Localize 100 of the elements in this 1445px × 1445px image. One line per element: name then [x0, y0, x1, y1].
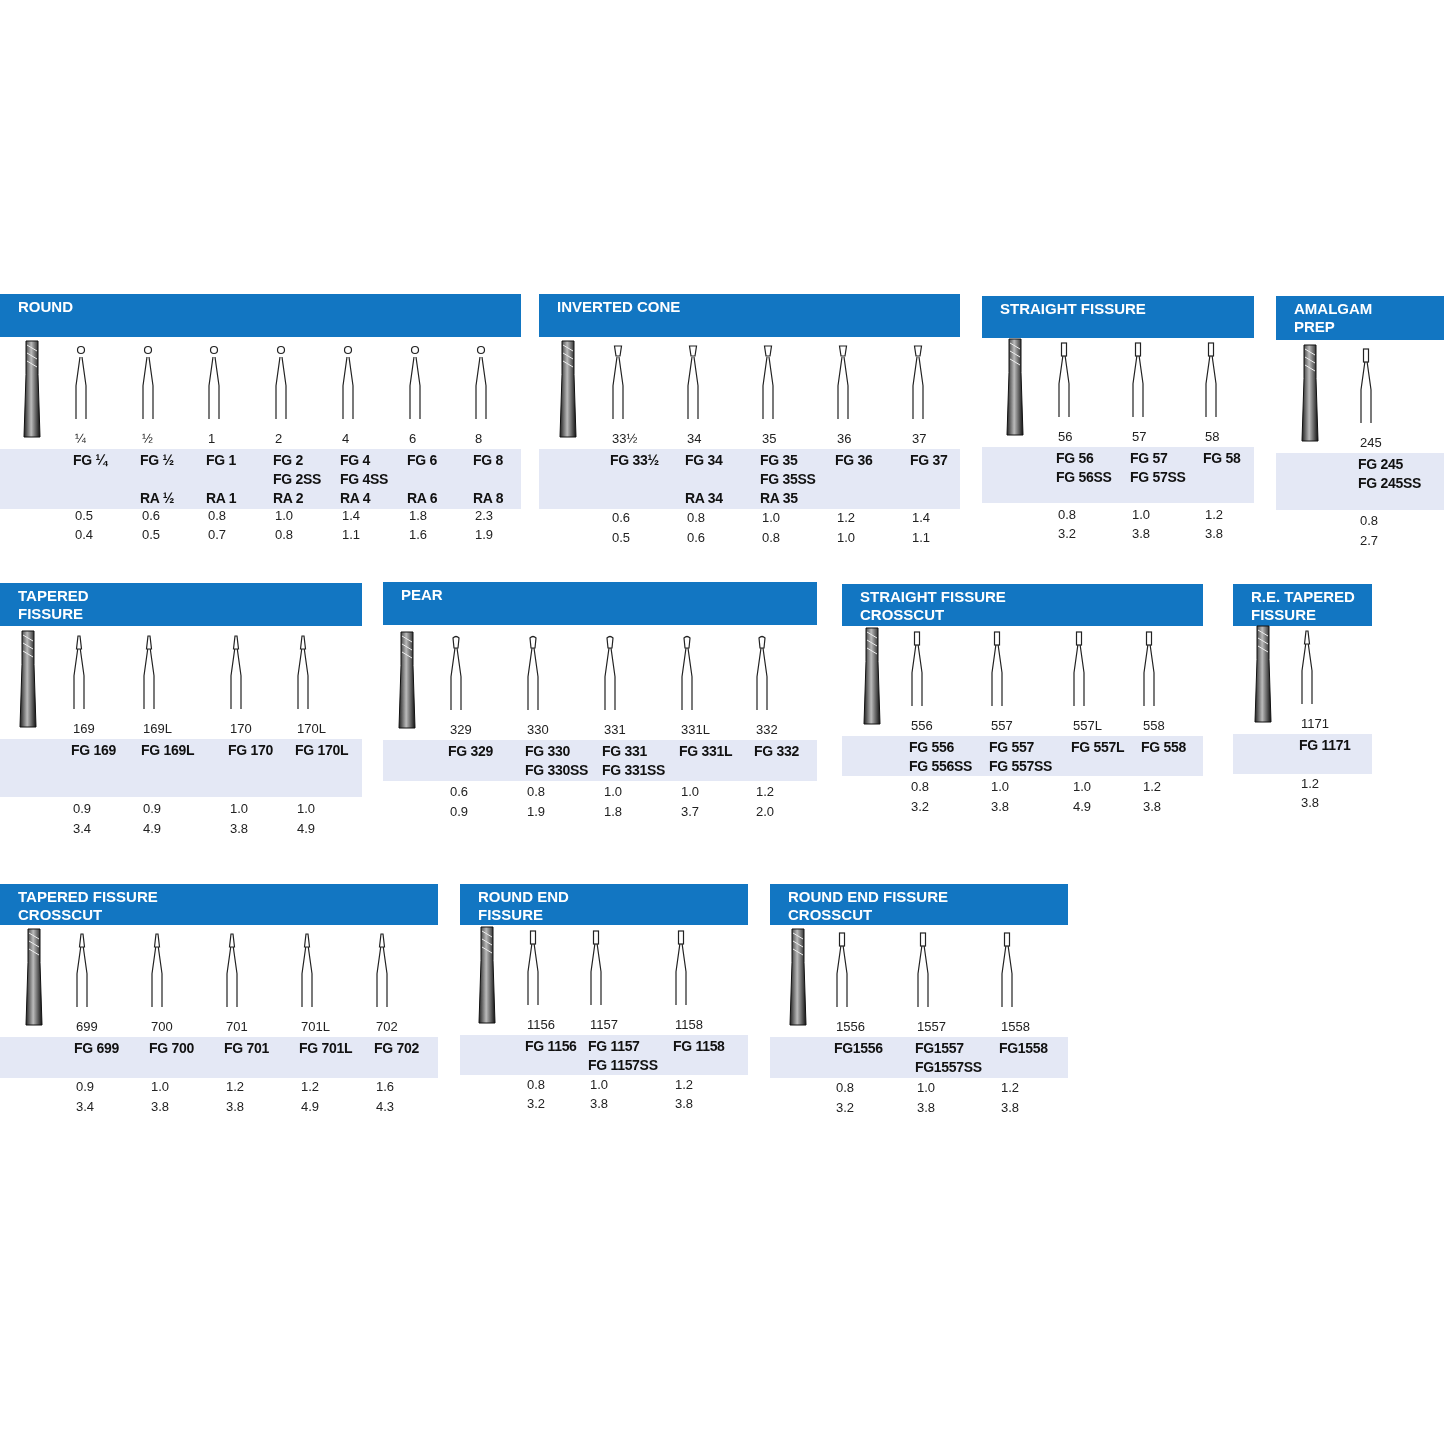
product-code: RA 1 — [206, 490, 237, 506]
header-band — [0, 294, 521, 337]
dimension-value: 3.4 — [76, 1099, 95, 1114]
dimension-value: 0.5 — [142, 527, 161, 542]
product-code: FG 330SS — [525, 762, 588, 778]
dimension-value: 3.8 — [590, 1096, 609, 1111]
product-code: FG 56SS — [1056, 469, 1112, 485]
size-number: 1556 — [836, 1019, 865, 1034]
size-number: 4 — [342, 431, 350, 446]
dimension-value: 1.0 — [837, 530, 856, 545]
dimension-value: 3.8 — [1205, 526, 1224, 541]
product-code: FG 2 — [273, 452, 303, 468]
header-band — [383, 582, 817, 625]
code-band — [982, 447, 1254, 503]
dimension-value: 0.6 — [612, 510, 631, 525]
dimension-value: 3.2 — [911, 799, 930, 814]
dimension-value: 4.9 — [297, 821, 316, 836]
section-title: ROUND — [18, 298, 74, 316]
product-code: FG1557 — [915, 1040, 964, 1056]
dimension-value: 1.4 — [912, 510, 931, 525]
product-code: FG 1171 — [1299, 737, 1351, 753]
dimension-value: 1.6 — [376, 1079, 395, 1094]
dimension-value: 0.5 — [75, 508, 94, 523]
dimension-value: 3.2 — [1058, 526, 1077, 541]
product-code: FG 170L — [295, 742, 349, 758]
dimension-value: 4.9 — [143, 821, 162, 836]
product-code: RA 8 — [473, 490, 504, 506]
product-code: FG 8 — [473, 452, 503, 468]
dimension-value: 0.8 — [527, 1077, 546, 1092]
product-code: FG 34 — [685, 452, 723, 468]
dimension-value: 0.6 — [687, 530, 706, 545]
size-number: 331 — [604, 722, 626, 737]
product-code: FG 702 — [374, 1040, 419, 1056]
product-code: FG 56 — [1056, 450, 1094, 466]
size-number: 331L — [681, 722, 710, 737]
header-band — [1276, 296, 1444, 340]
dimension-value: 1.2 — [837, 510, 856, 525]
product-code: RA 6 — [407, 490, 438, 506]
dimension-value: 3.8 — [917, 1100, 936, 1115]
dimension-value: 1.0 — [991, 779, 1010, 794]
size-number: 36 — [837, 431, 852, 446]
product-code: FG1558 — [999, 1040, 1048, 1056]
code-band — [842, 736, 1203, 776]
header-band — [1233, 584, 1372, 626]
size-number: 35 — [762, 431, 777, 446]
size-number: 170L — [297, 721, 326, 736]
dimension-value: 1.0 — [1073, 779, 1092, 794]
size-number: 245 — [1360, 435, 1382, 450]
product-code: FG 332 — [754, 743, 799, 759]
size-number: 169L — [143, 721, 172, 736]
product-code: FG 1157SS — [588, 1057, 658, 1073]
product-code: FG 701L — [299, 1040, 353, 1056]
code-band — [1276, 453, 1444, 510]
size-number: 57 — [1132, 429, 1147, 444]
dimension-value: 0.8 — [762, 530, 781, 545]
dimension-value: 0.8 — [836, 1080, 855, 1095]
dimension-value: 3.8 — [230, 821, 249, 836]
product-code: FG 1 — [206, 452, 236, 468]
product-code: FG 556 — [909, 739, 954, 755]
dimension-value: 0.9 — [76, 1079, 95, 1094]
dimension-value: 0.8 — [527, 784, 546, 799]
size-number: 1157 — [590, 1017, 618, 1032]
dimension-value: 1.2 — [226, 1079, 245, 1094]
product-code: FG 701 — [224, 1040, 269, 1056]
code-band — [1233, 734, 1372, 774]
dimension-value: 0.9 — [73, 801, 92, 816]
dimension-value: 0.9 — [450, 804, 469, 819]
product-code: FG ¼ — [73, 452, 107, 468]
dimension-value: 1.6 — [409, 527, 428, 542]
product-code: RA 2 — [273, 490, 304, 506]
product-code: FG 1157 — [588, 1038, 640, 1054]
section-title: STRAIGHT FISSURE — [1000, 300, 1147, 318]
code-band — [383, 740, 817, 781]
dimension-value: 3.8 — [1301, 795, 1320, 810]
dimension-value: 0.8 — [687, 510, 706, 525]
dimension-value: 0.7 — [208, 527, 227, 542]
product-code: RA 4 — [340, 490, 371, 506]
section-title: R.E. TAPERED FISSURE — [1251, 588, 1356, 624]
code-band — [460, 1035, 748, 1075]
dimension-value: 3.8 — [1001, 1100, 1020, 1115]
header-band — [539, 294, 960, 337]
dimension-value: 1.2 — [675, 1077, 694, 1092]
size-number: 1 — [208, 431, 216, 446]
product-code: FG 245 — [1358, 456, 1403, 472]
product-code: FG 4SS — [340, 471, 388, 487]
product-code: FG 700 — [149, 1040, 194, 1056]
size-number: 6 — [409, 431, 417, 446]
size-number: 37 — [912, 431, 927, 446]
size-number: 56 — [1058, 429, 1073, 444]
dimension-value: 1.0 — [917, 1080, 936, 1095]
product-code: FG 2SS — [273, 471, 321, 487]
size-number: 1558 — [1001, 1019, 1030, 1034]
dimension-value: 0.8 — [275, 527, 294, 542]
dimension-value: 1.2 — [1001, 1080, 1020, 1095]
dimension-value: 1.2 — [1301, 776, 1320, 791]
dimension-value: 1.2 — [756, 784, 775, 799]
product-code: FG 1158 — [673, 1038, 725, 1054]
size-number: 558 — [1143, 718, 1165, 733]
dimension-value: 4.3 — [376, 1099, 395, 1114]
dimension-value: 1.2 — [1143, 779, 1162, 794]
